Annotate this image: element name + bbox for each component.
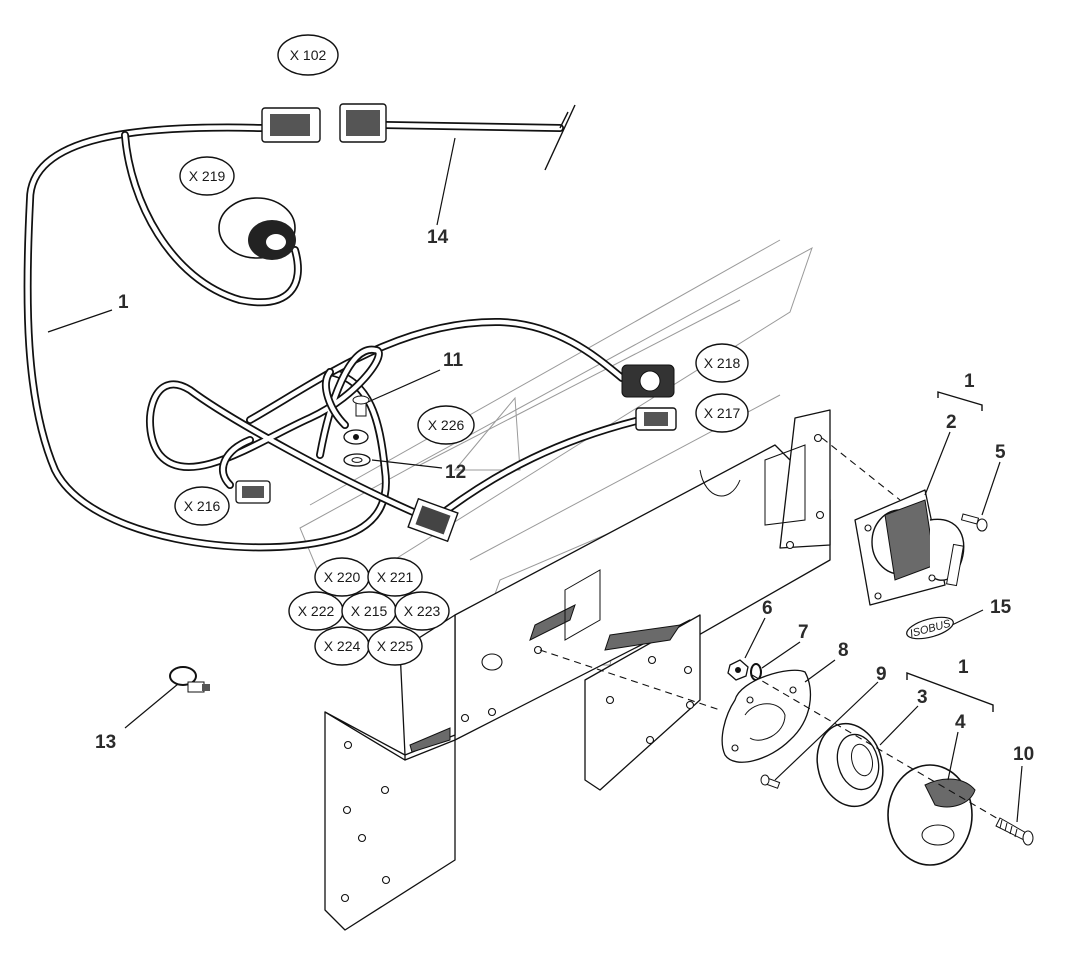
flange-item-3 [816, 722, 884, 808]
assembly-dashed-lines [539, 437, 1001, 821]
part-number-11: 11 [443, 350, 464, 371]
wiring-harness [23, 121, 644, 552]
part-number-labels: 1 1 1 2 3 4 5 6 7 8 9 10 11 12 13 14 15 [95, 227, 1034, 765]
screw-item-9 [760, 774, 781, 789]
part-number-14: 14 [427, 227, 449, 248]
isobus-socket [854, 489, 965, 606]
label-x219: X 219 [189, 168, 226, 184]
nut-item-6 [727, 659, 749, 681]
part-number-6: 6 [762, 598, 773, 619]
part-number-1-lower: 1 [958, 657, 969, 678]
cable-clamp-item-13 [169, 666, 210, 693]
part-number-13: 13 [95, 732, 116, 753]
screw-item-10 [995, 817, 1034, 846]
connector-x102-housings [261, 103, 387, 143]
part-number-3: 3 [917, 687, 928, 708]
connector-x217-plug [635, 407, 677, 431]
label-x220: X 220 [324, 569, 361, 585]
mounting-bracket [324, 409, 831, 931]
connector-labels: X 102 X 219 X 218 X 217 X 226 X 216 X 22… [174, 34, 749, 666]
label-x221: X 221 [377, 569, 414, 585]
connector-x218-plug [621, 364, 675, 398]
connector-x219-plug [218, 197, 296, 260]
ground-bolt [343, 395, 371, 467]
socket-cap-item-4 [887, 764, 976, 866]
label-x102: X 102 [290, 47, 327, 63]
part-number-5: 5 [995, 442, 1006, 463]
part-number-15: 15 [990, 597, 1012, 618]
part-number-4: 4 [955, 712, 966, 733]
label-x223: X 223 [404, 603, 441, 619]
part-number-8: 8 [838, 640, 849, 661]
screw-item-5 [960, 513, 988, 532]
label-x218: X 218 [704, 355, 741, 371]
label-x215: X 215 [351, 603, 388, 619]
leader-lines [47, 137, 1023, 823]
wire-cut-mark [544, 104, 576, 171]
part-number-12: 12 [445, 462, 466, 483]
part-number-7: 7 [798, 622, 809, 643]
group-brackets [906, 391, 994, 712]
isobus-label-item-15: ISOBUS [906, 616, 954, 640]
connector-junction-block [407, 497, 459, 543]
part-number-2: 2 [946, 412, 957, 433]
label-x226: X 226 [428, 417, 465, 433]
label-x224: X 224 [324, 638, 361, 654]
part-number-10: 10 [1013, 744, 1034, 765]
label-x222: X 222 [298, 603, 335, 619]
label-x225: X 225 [377, 638, 414, 654]
label-x216: X 216 [184, 498, 221, 514]
part-number-1-upper: 1 [964, 371, 975, 392]
part-number-9: 9 [876, 664, 887, 685]
part-number-1-harness: 1 [118, 292, 129, 313]
connector-x216-plug [235, 480, 271, 504]
gasket-item-8 [721, 669, 812, 763]
label-x217: X 217 [704, 405, 741, 421]
